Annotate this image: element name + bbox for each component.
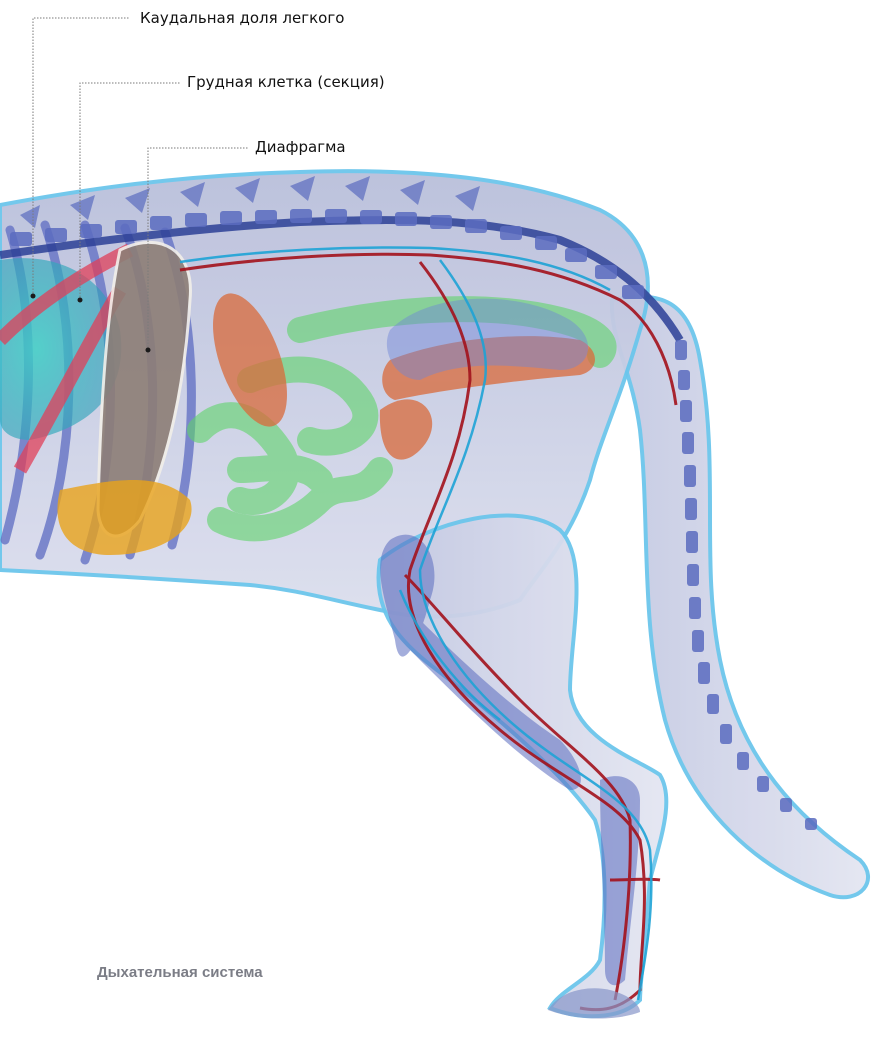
callout-diaphragm: Диафрагма [255, 138, 346, 156]
callout-caudal-lung-lobe: Каудальная доля легкого [140, 9, 344, 27]
figure-caption: Дыхательная система [97, 964, 263, 981]
callout-thorax-section: Грудная клетка (секция) [187, 73, 385, 91]
